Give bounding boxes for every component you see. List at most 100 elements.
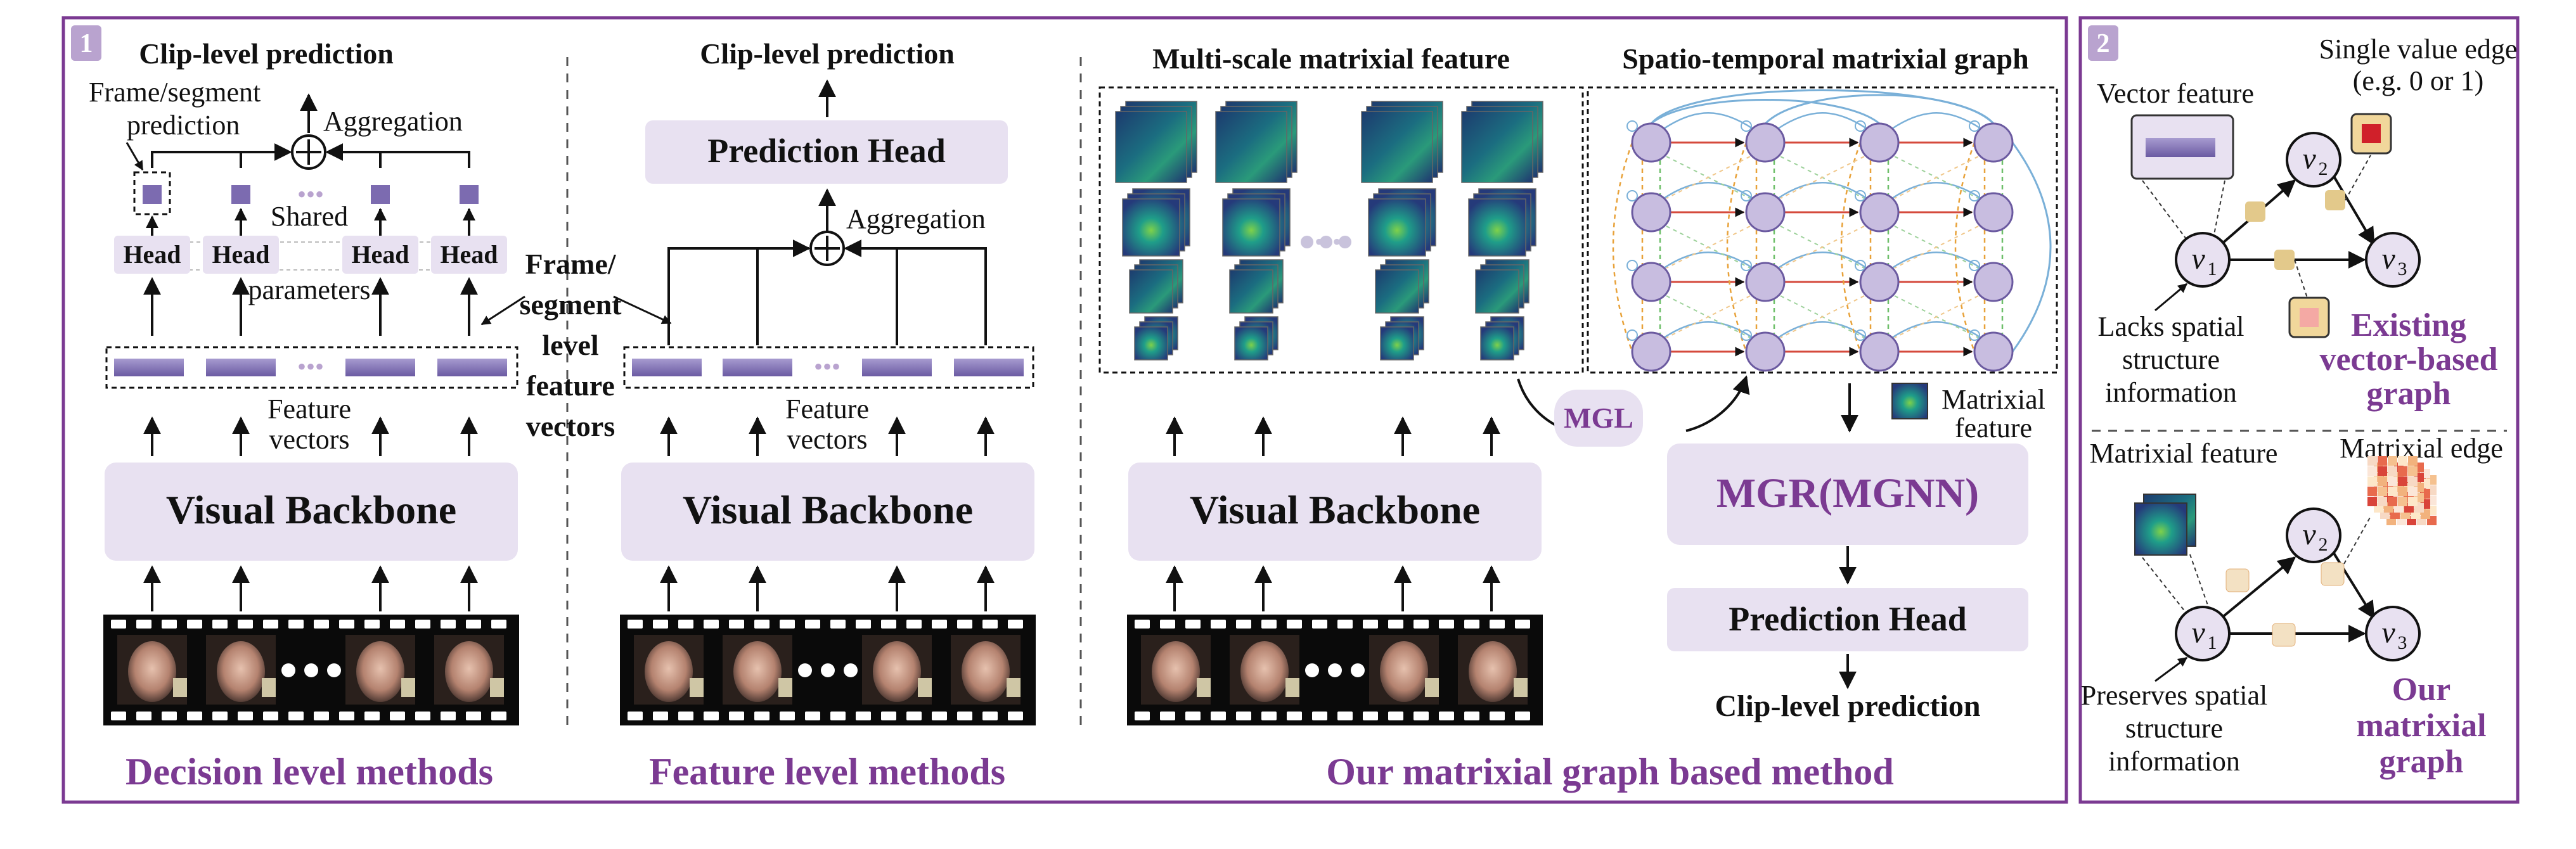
head-label: Head bbox=[351, 240, 409, 269]
film-hole bbox=[390, 620, 405, 629]
node-label: v bbox=[2381, 616, 2395, 649]
spatial-edge bbox=[1840, 142, 1862, 352]
feature-title: Clip-level prediction bbox=[700, 37, 955, 70]
film-hole bbox=[491, 620, 506, 629]
temporal-edge bbox=[1663, 321, 1753, 339]
feature-map bbox=[1122, 198, 1180, 257]
film-hole bbox=[982, 712, 998, 720]
feature-map bbox=[1215, 111, 1287, 183]
face-thumbnail bbox=[128, 641, 176, 702]
feature-vector bbox=[206, 359, 276, 376]
film-hole bbox=[1388, 712, 1403, 720]
existing-title: Existing bbox=[2351, 307, 2466, 343]
film-hole bbox=[1008, 712, 1023, 720]
matrixial-feature-label: Matrixial bbox=[1942, 384, 2045, 415]
feature-vector bbox=[345, 359, 415, 376]
matrixial-feature-label-2: feature bbox=[1955, 412, 2032, 444]
face-thumbnail bbox=[1240, 641, 1289, 702]
head-label: Head bbox=[212, 240, 269, 269]
film-hole bbox=[856, 620, 871, 629]
film-hole bbox=[187, 712, 202, 720]
film-hole bbox=[288, 712, 304, 720]
graph-node bbox=[1859, 192, 1900, 233]
edge-weight bbox=[2245, 201, 2265, 222]
matrixial-edge-grid bbox=[2367, 456, 2437, 525]
frame-segment-prediction-label-2: prediction bbox=[127, 110, 240, 141]
matrix-edge-weight bbox=[2321, 562, 2345, 586]
frame-detail bbox=[401, 678, 415, 697]
film-hole bbox=[1464, 620, 1479, 629]
film-hole bbox=[1211, 712, 1226, 720]
film-hole bbox=[162, 712, 177, 720]
film-hole bbox=[957, 620, 972, 629]
our-graph: Matrixial feature Matrixial edge v 1 v 2… bbox=[2081, 433, 2503, 780]
film-hole bbox=[805, 620, 820, 629]
film-hole bbox=[1312, 712, 1327, 720]
node-sub: 2 bbox=[2319, 158, 2328, 179]
self-loop bbox=[1855, 120, 1866, 132]
cross-edge bbox=[1666, 226, 1751, 269]
vector-feature-bar bbox=[2146, 138, 2215, 157]
film-strip bbox=[1127, 615, 1543, 725]
ellipsis-dot bbox=[821, 663, 835, 677]
film-hole bbox=[780, 620, 795, 629]
temporal-edge bbox=[1777, 252, 1867, 269]
temporal-edge bbox=[1777, 182, 1867, 200]
self-loop bbox=[1741, 120, 1752, 132]
frame-level-note: Frame/ segment level feature vectors bbox=[480, 248, 672, 442]
feature-map bbox=[1375, 269, 1419, 314]
feature-level-column: Clip-level prediction Prediction Head Ag… bbox=[620, 37, 1036, 793]
graph-node bbox=[1859, 262, 1900, 302]
panel-1-frame bbox=[61, 16, 2068, 804]
film-hole bbox=[1363, 620, 1378, 629]
film-hole bbox=[136, 620, 151, 629]
film-hole bbox=[466, 620, 481, 629]
face-thumbnail bbox=[217, 641, 265, 702]
feature-vectors-dashed-2 bbox=[623, 346, 1034, 389]
edge-matrix-cell bbox=[2408, 476, 2418, 486]
mgl-box bbox=[1554, 390, 1643, 447]
film-hole bbox=[1515, 712, 1530, 720]
feature-vectors-label-2: vectors bbox=[269, 424, 349, 455]
decision-aggregation-label: Aggregation bbox=[323, 106, 463, 137]
film-hole bbox=[957, 712, 972, 720]
film-hole bbox=[111, 620, 126, 629]
matrix-edge-weight bbox=[2225, 568, 2250, 592]
temporal-edge bbox=[1777, 321, 1867, 339]
frame-detail bbox=[690, 678, 704, 697]
feature-vectors-dashed bbox=[105, 346, 518, 389]
node-v2-p2: v 2 bbox=[2286, 507, 2341, 563]
film-hole bbox=[805, 712, 820, 720]
frame-detail bbox=[262, 678, 276, 697]
cross-edge bbox=[1666, 295, 1751, 338]
vector-feature-label: Vector feature bbox=[2097, 78, 2254, 109]
mgr-label: MGR(MGNN) bbox=[1716, 470, 1979, 516]
graph-node bbox=[1631, 331, 1671, 372]
panel-1-number: 1 bbox=[80, 29, 93, 58]
visual-backbone-box-2 bbox=[621, 463, 1034, 561]
self-loop bbox=[1969, 260, 1980, 271]
edge-matrix-cell bbox=[2367, 456, 2377, 466]
frame-detail bbox=[1007, 678, 1021, 697]
spatial-edge bbox=[1954, 142, 1976, 352]
graph-node bbox=[1745, 331, 1786, 372]
spatial-edge bbox=[1726, 142, 1748, 352]
face-thumbnail bbox=[962, 641, 1010, 702]
ellipsis-dot bbox=[1339, 236, 1351, 248]
film-hole bbox=[187, 620, 202, 629]
film-hole bbox=[906, 712, 922, 720]
self-loop bbox=[1741, 260, 1752, 271]
frame-detail bbox=[173, 678, 187, 697]
film-hole bbox=[1515, 620, 1530, 629]
frame-prediction-dashed-box bbox=[133, 171, 171, 215]
ours-caption: Our matrixial graph based method bbox=[1326, 751, 1894, 793]
cross-edge bbox=[1780, 226, 1865, 269]
frame-prediction bbox=[460, 185, 479, 204]
feature-vector bbox=[862, 359, 932, 376]
film-hole bbox=[856, 712, 871, 720]
matrixial-edge-label: Matrixial edge bbox=[2340, 433, 2503, 464]
temporal-edge bbox=[1663, 112, 1753, 130]
face-thumbnail bbox=[645, 641, 693, 702]
edge-matrix-cell bbox=[2408, 466, 2418, 476]
film-hole bbox=[1261, 712, 1277, 720]
